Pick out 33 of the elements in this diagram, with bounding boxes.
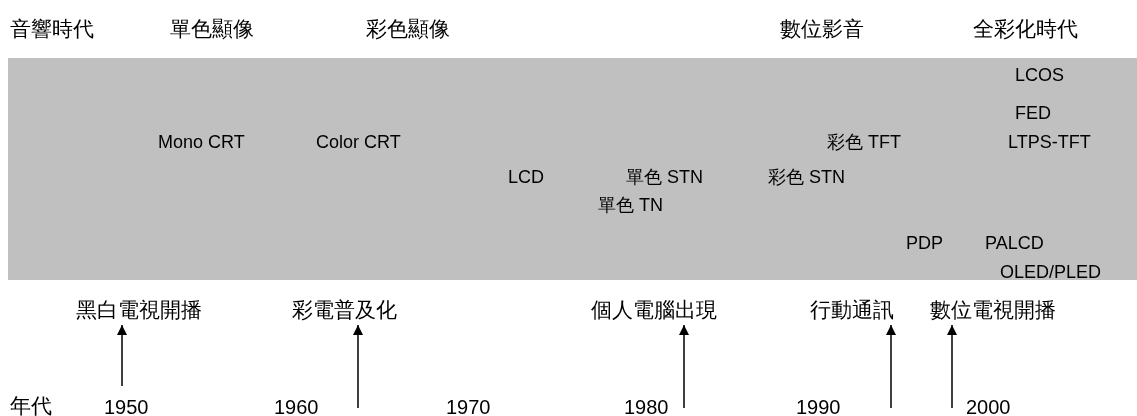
technology-label: LCD (508, 168, 544, 186)
display-technology-band (8, 58, 1137, 280)
technology-label: LTPS-TFT (1008, 133, 1091, 151)
event-label: 黑白電視開播 (76, 300, 202, 321)
event-label: 彩電普及化 (292, 300, 397, 321)
technology-label: 單色 TN (598, 196, 663, 214)
technology-label: PDP (906, 234, 943, 252)
year-label: 1980 (624, 397, 669, 416)
arrow (947, 324, 957, 409)
event-label: 個人電腦出現 (591, 300, 717, 321)
era-heading: 音響時代 (10, 19, 94, 40)
event-label: 行動通訊 (810, 300, 894, 321)
technology-label: 彩色 STN (768, 168, 845, 186)
era-heading: 數位影音 (780, 19, 864, 40)
technology-label: 彩色 TFT (827, 133, 901, 151)
year-label: 1950 (104, 397, 149, 416)
year-label: 2000 (966, 397, 1011, 416)
technology-label: FED (1015, 104, 1051, 122)
year-label: 1970 (446, 397, 491, 416)
arrow (117, 324, 127, 387)
arrow (679, 324, 689, 409)
technology-label: 單色 STN (626, 168, 703, 186)
year-label: 1990 (796, 397, 841, 416)
technology-label: OLED/PLED (1000, 263, 1102, 281)
year-label: 1960 (274, 397, 319, 416)
axis-title: 年代 (10, 396, 52, 416)
arrow (353, 324, 363, 409)
arrow (886, 324, 896, 409)
technology-label: Color CRT (316, 133, 401, 151)
technology-label: PALCD (985, 234, 1044, 252)
technology-label: LCOS (1015, 66, 1065, 84)
event-label: 數位電視開播 (930, 300, 1056, 321)
technology-label: Mono CRT (158, 133, 245, 151)
